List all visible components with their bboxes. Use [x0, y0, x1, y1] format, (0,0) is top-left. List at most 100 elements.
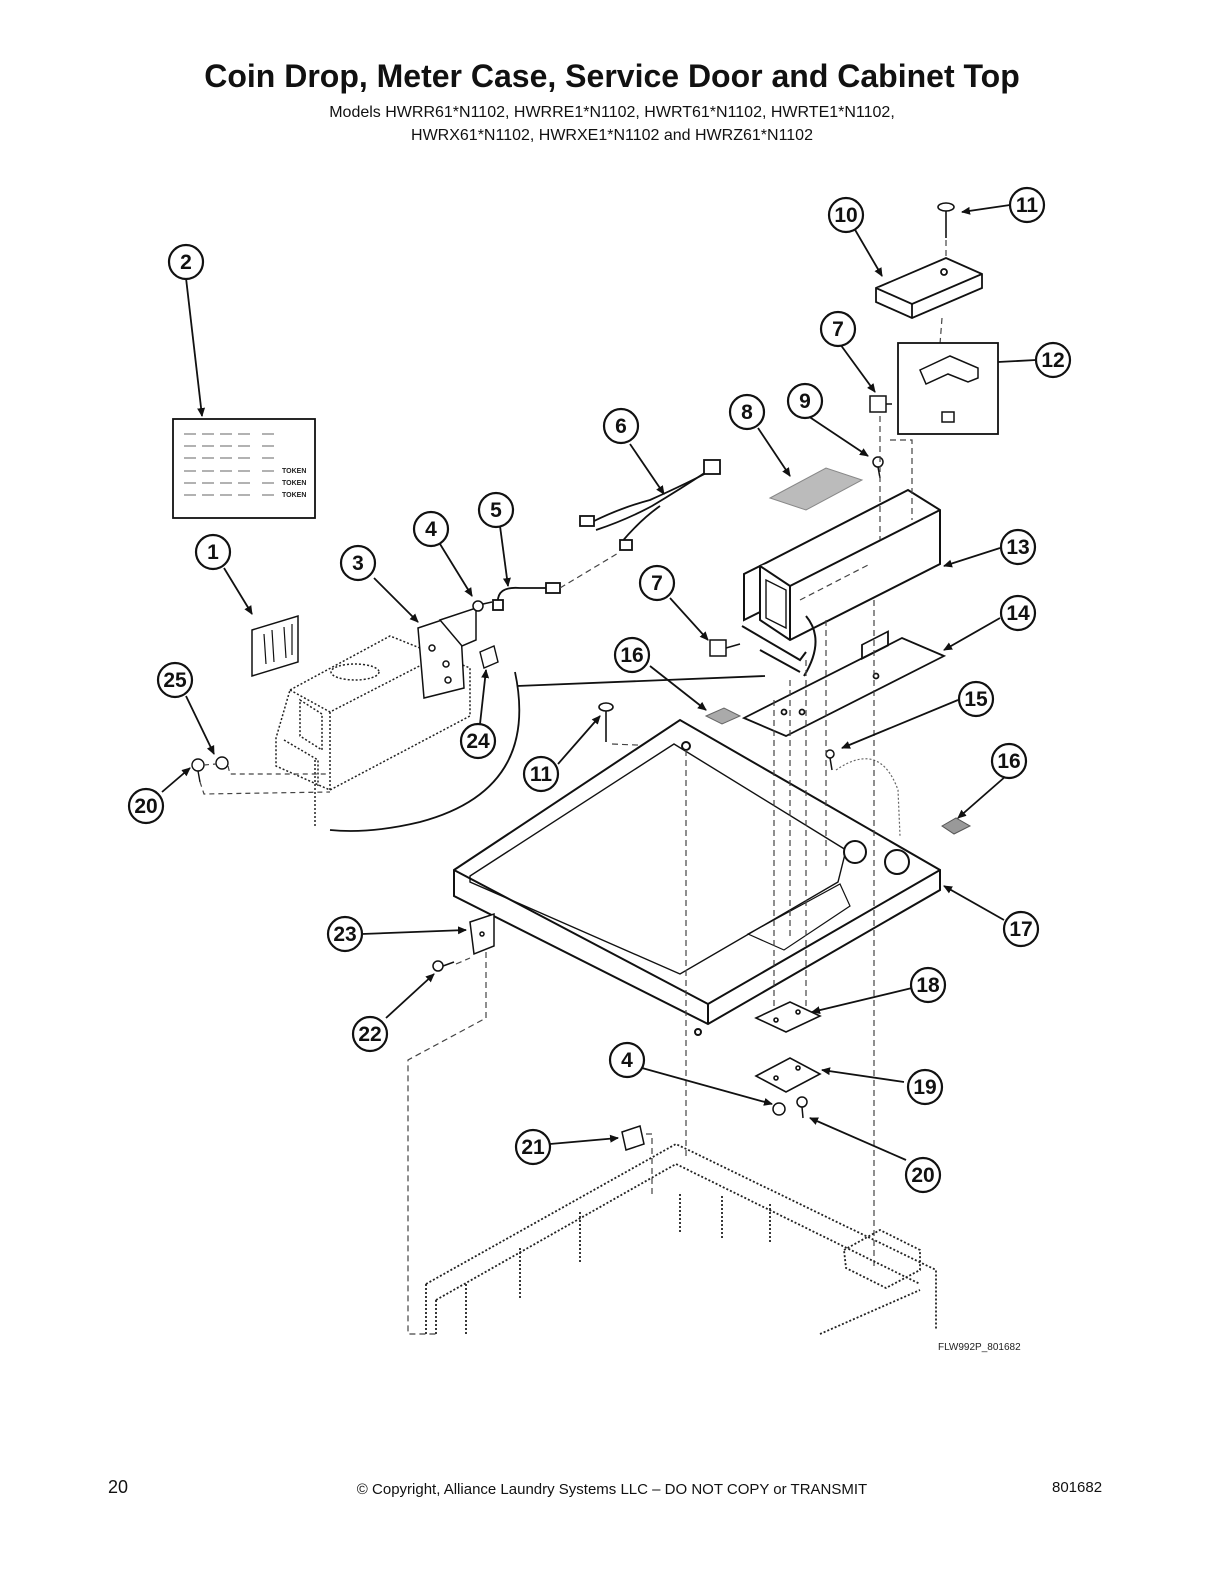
clip-24 [479, 645, 499, 669]
callout-circle [957, 680, 995, 718]
callout-number: 2 [180, 251, 192, 274]
callout-number: 1 [207, 541, 219, 564]
bracket-12-box [897, 342, 999, 435]
leader-lines [161, 204, 1037, 1161]
callout-number: 20 [134, 795, 157, 818]
screw-9 [872, 456, 884, 479]
callout-circle [514, 1128, 552, 1166]
callout-number: 18 [916, 974, 940, 997]
meter-case-13 [741, 488, 941, 677]
service-door-10 [875, 257, 983, 319]
callout-circle [638, 564, 676, 602]
copyright-notice: © Copyright, Alliance Laundry Systems LL… [356, 1481, 868, 1498]
callout-circle [786, 382, 824, 420]
callout-number: 15 [964, 688, 988, 711]
callout-number: 5 [490, 499, 502, 522]
callout-number: 9 [799, 390, 811, 413]
figure-id: FLW992P_801682 [938, 1342, 1021, 1353]
callout-circle [1008, 186, 1046, 224]
callout-number: 24 [466, 730, 490, 753]
callout-circle [613, 636, 651, 674]
label-16-right [941, 817, 972, 835]
callout-circle [412, 510, 450, 548]
label-16-small [704, 707, 742, 725]
coin-chute-housing [275, 635, 471, 828]
callout-circle [999, 528, 1037, 566]
callout-circle [608, 1041, 646, 1079]
callout-number: 22 [358, 1023, 381, 1046]
callout-number: 14 [1006, 602, 1030, 625]
coin-drop-mechanism [417, 606, 477, 699]
nut-4-lower [772, 1102, 786, 1116]
token-label-2: TOKEN [282, 480, 306, 487]
token-label-1: TOKEN [282, 468, 306, 475]
nut-25 [215, 756, 229, 770]
callout-number: 11 [530, 763, 553, 786]
cabinet-top-17 [453, 718, 941, 1036]
cabinet-frame [425, 1142, 937, 1335]
callout-circle [194, 533, 232, 571]
callout-circle [819, 310, 857, 348]
detail-circle [329, 671, 766, 832]
token-label-panel: TOKEN TOKEN TOKEN [172, 418, 316, 519]
callout-circle [167, 243, 205, 281]
screw-11-lower [598, 702, 614, 742]
screw-11-top [937, 202, 955, 238]
callout-number: 21 [521, 1136, 545, 1159]
page-number: 20 [108, 1477, 129, 1497]
callout-circle [1034, 341, 1072, 379]
clip-21 [621, 1125, 645, 1151]
callout-circle [1002, 910, 1040, 948]
callout-number: 23 [333, 923, 356, 946]
callout-circle [602, 407, 640, 445]
callout-circle [459, 722, 497, 760]
callout-number: 12 [1041, 349, 1064, 372]
callout-circle [728, 393, 766, 431]
callout-number: 6 [615, 415, 627, 438]
bolt-22 [432, 960, 455, 972]
harness-5 [492, 582, 561, 611]
callout-circle [339, 544, 377, 582]
plate-18 [754, 1001, 822, 1033]
plate-19 [754, 1057, 822, 1093]
callout-number: 10 [834, 204, 857, 227]
screw-15 [825, 749, 835, 771]
mounting-plate-14 [741, 630, 947, 737]
document-number: 801682 [1052, 1479, 1103, 1496]
callout-circle [909, 966, 947, 1004]
callout-number: 16 [620, 644, 643, 667]
bolt-20-lower [796, 1096, 808, 1119]
callout-number: 20 [911, 1164, 934, 1187]
callout-number: 3 [352, 552, 364, 575]
callout-circle [156, 661, 194, 699]
callout-circle [999, 594, 1037, 632]
callout-number: 8 [741, 401, 753, 424]
callout-number: 16 [997, 750, 1020, 773]
callout-circle [477, 491, 515, 529]
callout-circle [990, 742, 1028, 780]
callout-number: 4 [425, 518, 437, 541]
callout-number: 4 [621, 1049, 633, 1072]
wire-harness-6 [579, 459, 721, 551]
callout-circle [351, 1015, 389, 1053]
label-8 [768, 467, 864, 511]
callout-number: 11 [1016, 194, 1039, 217]
callout-number: 13 [1006, 536, 1029, 559]
callout-circle [522, 755, 560, 793]
callout-circle [127, 787, 165, 825]
hinge-23 [469, 912, 495, 956]
models-line-2: HWRX61*N1102, HWRXE1*N1102 and HWRZ61*N1… [411, 127, 813, 144]
page-title: Coin Drop, Meter Case, Service Door and … [204, 58, 1020, 94]
callout-number: 19 [913, 1076, 936, 1099]
switch-7-lower [709, 639, 741, 657]
coin-drop-decal [251, 614, 299, 678]
token-label-3: TOKEN [282, 492, 306, 499]
callout-circle [906, 1068, 944, 1106]
callout-number: 7 [832, 318, 844, 341]
callout-number: 17 [1009, 918, 1032, 941]
models-line-1: Models HWRR61*N1102, HWRRE1*N1102, HWRT6… [329, 104, 895, 121]
callout-number: 7 [651, 572, 663, 595]
screw-4-top [472, 600, 493, 612]
